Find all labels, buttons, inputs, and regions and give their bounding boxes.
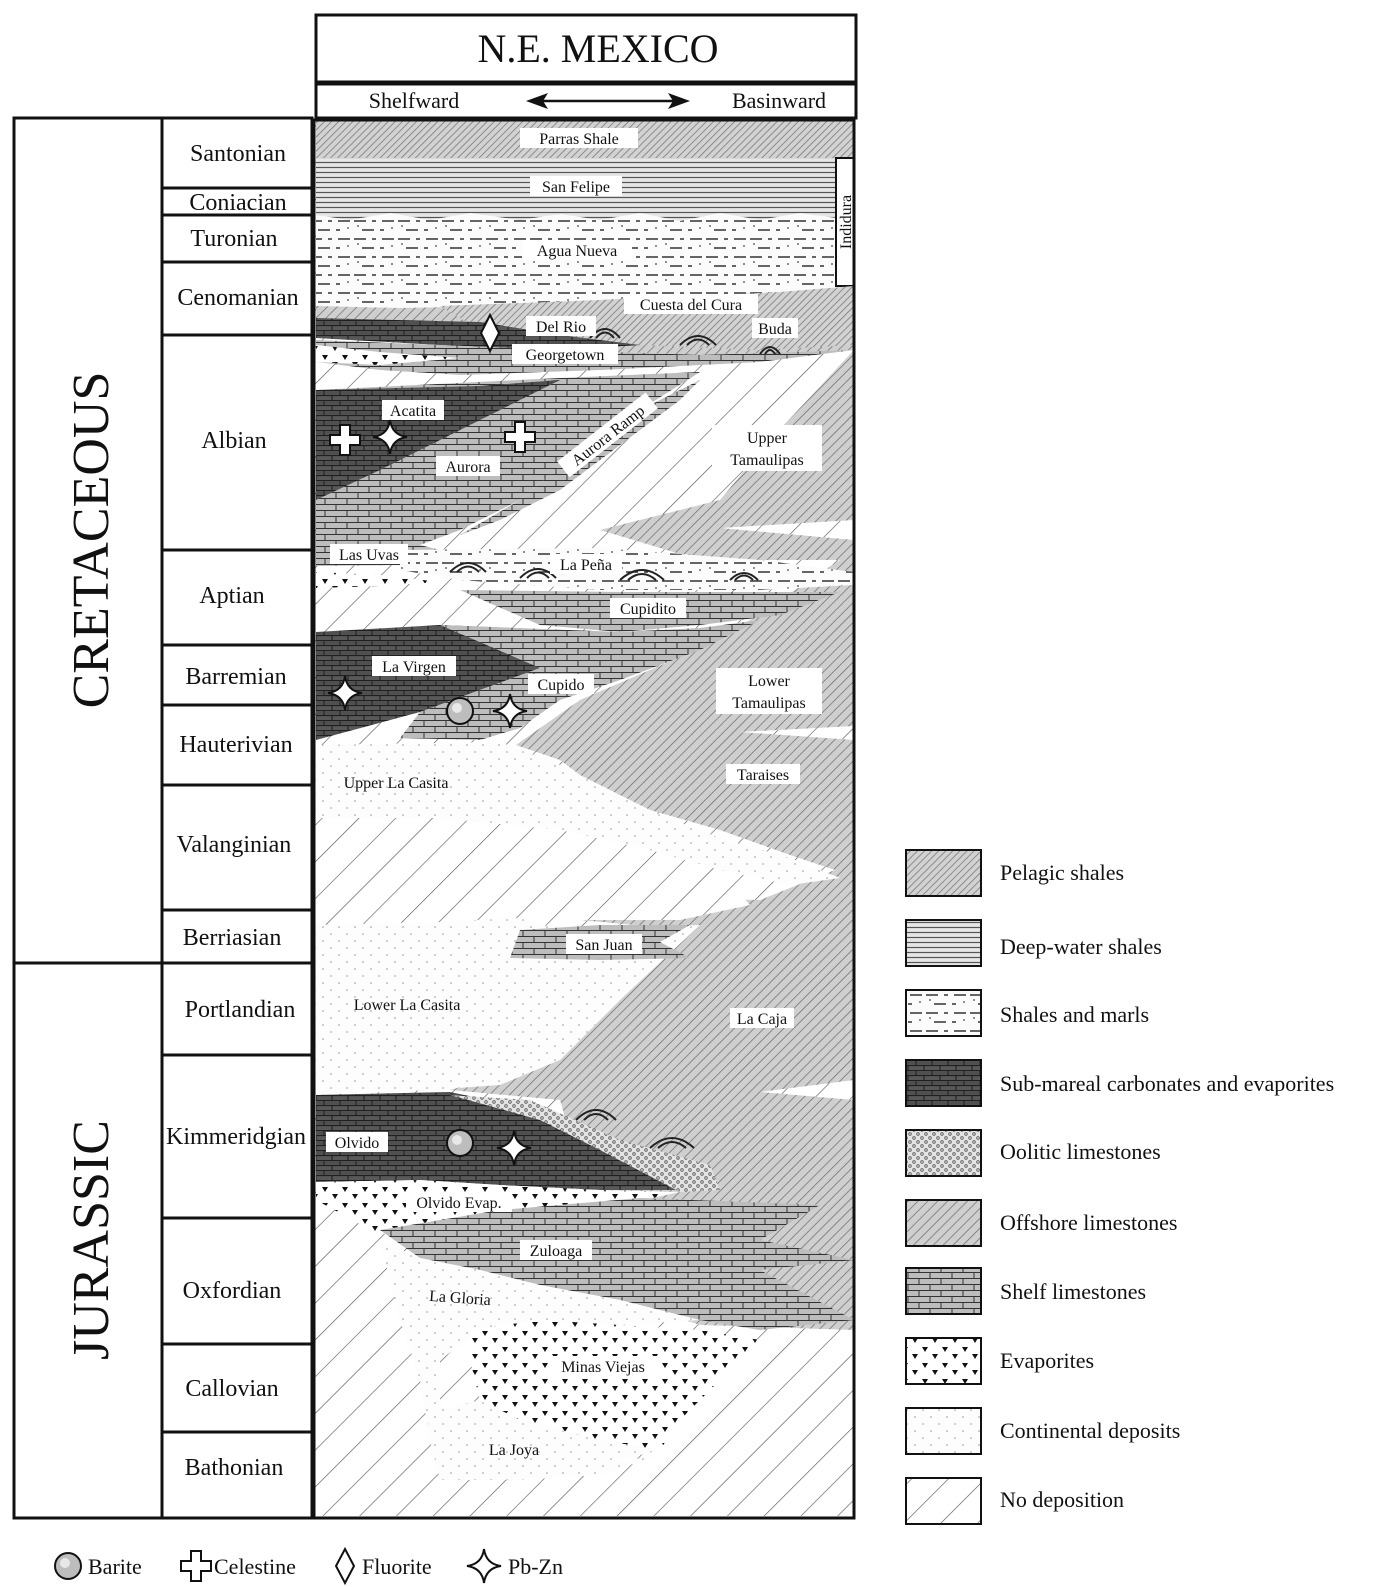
legend-label: Continental deposits [1000,1418,1180,1443]
stage-coniacian: Coniacian [189,190,286,216]
legend-swatch-oolitic [906,1130,981,1176]
label-upper-tamaulipas-2: Tamaulipas [730,452,804,469]
mineral-key-barite: Barite [88,1554,142,1579]
label-la-joya: La Joya [489,1442,539,1459]
stage-berriasian: Berriasian [183,925,282,951]
direction-right-label: Basinward [732,88,826,113]
legend-item: No deposition [906,1478,1124,1524]
barite-key-icon [55,1553,81,1579]
label-indidura: Indidura [838,195,855,249]
label-lower-la-casita: Lower La Casita [354,997,461,1014]
label-lower-tamaulipas-1: Lower [748,673,790,690]
legend-item: Offshore limestones [906,1200,1177,1246]
legend-label: Shelf limestones [1000,1279,1146,1304]
era-cretaceous: CRETACEOUS [63,372,120,709]
legend-swatch-continental [906,1408,981,1454]
era-column: CRETACEOUS JURASSIC [14,118,162,1518]
label-aurora: Aurora [445,459,490,476]
label-taraises: Taraises [737,767,789,784]
legend-label: Shales and marls [1000,1002,1149,1027]
legend-swatch-deep-water [906,920,981,966]
label-buda: Buda [758,321,792,338]
legend-label: Sub-mareal carbonates and evaporites [1000,1071,1334,1096]
legend-label: No deposition [1000,1487,1124,1512]
legend-label: Deep-water shales [1000,934,1162,959]
legend-item: Shelf limestones [906,1268,1146,1314]
stage-hauterivian: Hauterivian [179,732,292,758]
barite-symbol [447,698,473,724]
legend-item: Oolitic limestones [906,1130,1161,1176]
label-upper-tamaulipas-1: Upper [747,430,788,447]
stage-valanginian: Valanginian [177,832,292,858]
legend-swatch-offshore [906,1200,981,1246]
legend-swatch-pelagic [906,850,981,896]
mineral-key-celestine: Celestine [214,1554,296,1579]
legend-label: Offshore limestones [1000,1210,1177,1235]
label-minas-viejas: Minas Viejas [561,1359,645,1376]
legend-label: Pelagic shales [1000,860,1124,885]
label-zuloaga: Zuloaga [530,1243,582,1260]
stage-callovian: Callovian [185,1376,278,1402]
label-upper-la-casita: Upper La Casita [344,775,449,792]
label-parras-shale: Parras Shale [539,131,619,148]
label-olvido-evap: Olvido Evap. [416,1195,501,1212]
label-del-rio: Del Rio [536,319,586,336]
legend-label: Evaporites [1000,1348,1094,1373]
label-la-caja: La Caja [737,1011,787,1028]
stage-santonian: Santonian [190,141,286,167]
label-la-pena: La Peña [560,557,612,574]
legend-item: Sub-mareal carbonates and evaporites [906,1060,1334,1106]
stage-column: Santonian Coniacian Turonian Cenomanian … [162,118,312,1518]
label-acatita: Acatita [390,403,436,420]
stage-albian: Albian [201,428,266,454]
legend-swatch-no-deposition [906,1478,981,1524]
legend-swatch-evaporites [906,1338,981,1384]
stage-kimmeridgian: Kimmeridgian [166,1124,306,1150]
label-georgetown: Georgetown [526,347,605,364]
stage-cenomanian: Cenomanian [177,285,298,311]
legend: Pelagic shales Deep-water shales Shales … [906,850,1334,1524]
stage-bathonian: Bathonian [185,1455,284,1481]
legend-item: Shales and marls [906,990,1149,1036]
legend-item: Deep-water shales [906,920,1162,966]
barite-symbol [447,1130,473,1156]
stage-turonian: Turonian [190,226,277,252]
label-lower-tamaulipas-2: Tamaulipas [732,695,806,712]
stage-oxfordian: Oxfordian [183,1278,282,1304]
label-cupidito: Cupidito [620,601,676,618]
era-jurassic: JURASSIC [63,1120,120,1360]
legend-item: Pelagic shales [906,850,1124,896]
legend-item: Continental deposits [906,1408,1180,1454]
label-la-virgen: La Virgen [382,659,446,676]
stage-portlandian: Portlandian [185,997,296,1023]
stage-aptian: Aptian [199,583,264,609]
label-cupido: Cupido [537,677,584,694]
label-cuesta-del-cura: Cuesta del Cura [640,297,742,314]
label-olvido: Olvido [335,1135,379,1152]
direction-left-label: Shelfward [369,88,459,113]
stage-barremian: Barremian [185,664,286,690]
legend-swatch-marls [906,990,981,1036]
mineral-key: Barite Celestine Fluorite Pb-Zn [55,1549,563,1583]
label-las-uvas: Las Uvas [339,547,399,564]
label-san-felipe: San Felipe [542,179,610,196]
fluorite-key-icon [336,1549,354,1583]
mineral-key-pb-zn: Pb-Zn [508,1554,563,1579]
label-agua-nueva: Agua Nueva [537,243,617,260]
label-san-juan: San Juan [575,937,632,954]
celestine-key-icon [181,1551,211,1581]
pb-zn-key-icon [467,1549,501,1583]
legend-swatch-shelf [906,1268,981,1314]
legend-swatch-submareal [906,1060,981,1106]
chart-title: N.E. MEXICO [477,26,718,71]
legend-label: Oolitic limestones [1000,1139,1161,1164]
mineral-key-fluorite: Fluorite [362,1554,432,1579]
legend-item: Evaporites [906,1338,1094,1384]
